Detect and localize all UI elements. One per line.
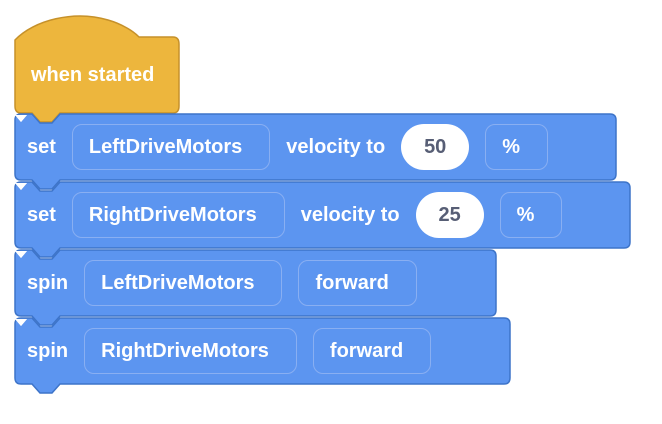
motor-dropdown[interactable]: RightDriveMotors [15,183,285,238]
set-velocity-block-right[interactable]: set RightDriveMotors velocity to 25 % [14,181,631,258]
velocity-value-input[interactable]: 25 [415,192,484,238]
hat-block-shape [14,15,180,123]
unit-dropdown[interactable]: % [15,183,563,238]
spin-block-left[interactable]: spin LeftDriveMotors forward [14,249,497,326]
stack-block-shape [14,113,617,190]
hat-block-label: when started [31,63,155,86]
direction-dropdown[interactable]: forward [15,319,432,374]
unit-dropdown-value: % [516,203,535,226]
motor-dropdown-value: RightDriveMotors [88,203,257,226]
stack-block-shape [14,317,511,394]
block-verb-label: spin [27,271,69,294]
direction-dropdown-value: forward [329,339,404,362]
motor-dropdown-value: RightDriveMotors [101,339,269,362]
set-velocity-block-left[interactable]: set LeftDriveMotors velocity to 50 % [14,113,617,190]
block-verb-label: set [27,135,56,158]
motor-dropdown[interactable]: LeftDriveMotors [15,251,283,306]
direction-dropdown[interactable]: forward [15,251,417,306]
motor-dropdown-value: LeftDriveMotors [88,135,243,158]
stack-block-shape [14,249,497,326]
when-started-hat-block[interactable]: when started [14,14,180,123]
block-mid-label: velocity to [286,135,386,158]
spin-block-right[interactable]: spin RightDriveMotors forward [14,317,511,394]
motor-dropdown[interactable]: LeftDriveMotors [15,115,271,170]
velocity-value-input[interactable]: 50 [401,124,470,170]
motor-dropdown[interactable]: RightDriveMotors [15,319,297,374]
block-verb-label: spin [27,339,69,362]
block-mid-label: velocity to [300,203,400,226]
motor-dropdown-value: LeftDriveMotors [101,271,255,294]
unit-dropdown-value: % [502,135,520,158]
direction-dropdown-value: forward [315,271,389,294]
unit-dropdown[interactable]: % [15,115,548,170]
block-verb-label: set [27,203,56,226]
